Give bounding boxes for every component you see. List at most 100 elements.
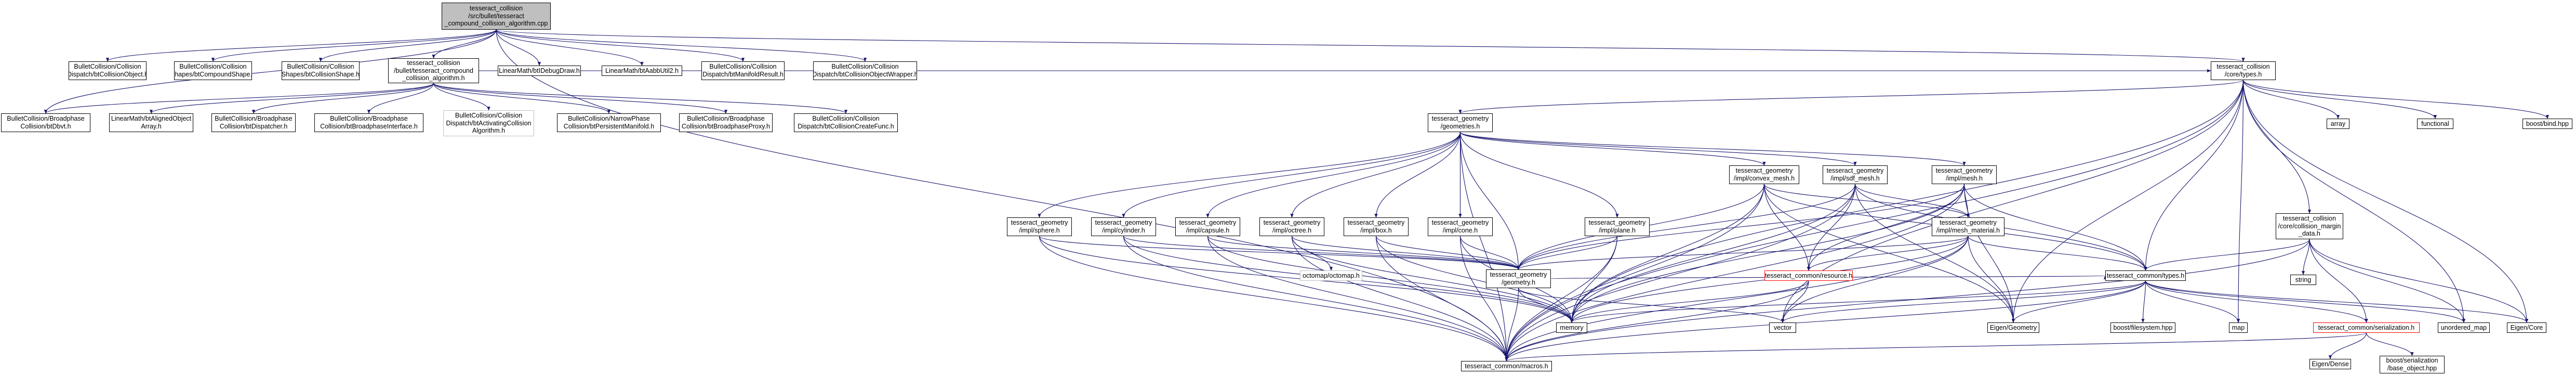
edge-collision-margin-data-to-common-serialization bbox=[2309, 239, 2368, 323]
node-common-macros[interactable]: tesseract_common/macros.h bbox=[1461, 361, 1552, 371]
edge-geometry-convex-mesh-to-common-macros bbox=[1505, 184, 1765, 361]
edge-geometry-cone-to-geometry-geometry bbox=[1459, 236, 1520, 270]
node-geometry-sdf-mesh[interactable]: tesseract_geometry /impl/sdf_mesh.h bbox=[1823, 165, 1888, 184]
edge-geometry-box-to-common-macros bbox=[1375, 236, 1508, 361]
edge-root-source-file-to-bt-aabb-util bbox=[496, 29, 644, 66]
edge-geometry-cylinder-to-common-macros bbox=[1123, 236, 1508, 361]
node-root-source-file[interactable]: tesseract_collision /src/bullet/tesserac… bbox=[442, 3, 551, 30]
edge-geometry-mesh-material-to-common-resource bbox=[1807, 236, 1969, 271]
node-bt-collision-shape[interactable]: BulletCollision/Collision Shapes/btColli… bbox=[282, 61, 360, 80]
node-bt-persistent-manifold[interactable]: BulletCollision/NarrowPhase Collision/bt… bbox=[557, 113, 661, 132]
edge-collision-margin-data-to-eigen-core bbox=[2309, 239, 2529, 323]
edge-collision-core-types-to-eigen-geometry bbox=[2011, 80, 2244, 323]
node-eigen-core[interactable]: Eigen/Core bbox=[2507, 322, 2546, 333]
node-boost-bind[interactable]: boost/bind.hpp bbox=[2522, 119, 2572, 129]
node-std-memory[interactable]: memory bbox=[1556, 322, 1587, 333]
node-octomap[interactable]: octomap/octomap.h bbox=[1300, 270, 1362, 281]
node-geometry-capsule[interactable]: tesseract_geometry /impl/capsule.h bbox=[1175, 217, 1240, 236]
node-bt-aabb-util[interactable]: LinearMath/btAabbUtil2.h bbox=[602, 66, 682, 76]
node-geometry-geometries[interactable]: tesseract_geometry /geometries.h bbox=[1428, 113, 1493, 132]
edge-common-types-to-std-memory bbox=[1570, 280, 2146, 323]
edge-geometry-plane-to-geometry-geometry bbox=[1517, 236, 1618, 270]
node-geometry-geometry[interactable]: tesseract_geometry /geometry.h bbox=[1486, 269, 1551, 288]
edge-root-source-file-to-bt-manifold-result bbox=[496, 29, 745, 62]
node-bt-activating-collision-algorithm[interactable]: BulletCollision/Collision Dispatch/btAct… bbox=[443, 110, 534, 136]
node-std-functional[interactable]: functional bbox=[2417, 119, 2453, 129]
node-compound-algorithm-header[interactable]: tesseract_collision /bullet/tesseract_co… bbox=[388, 58, 479, 83]
edge-geometry-geometries-to-geometry-sdf-mesh bbox=[1459, 132, 1857, 166]
node-bt-idebug-draw[interactable]: LinearMath/btIDebugDraw.h bbox=[498, 66, 581, 76]
edge-geometry-sdf-mesh-to-common-resource bbox=[1807, 184, 1856, 271]
edge-geometry-convex-mesh-to-std-memory bbox=[1570, 184, 1765, 323]
edge-collision-core-types-to-std-unordered-map bbox=[2242, 80, 2466, 323]
edge-geometry-geometries-to-common-macros bbox=[1459, 132, 1508, 361]
edge-geometry-mesh-material-to-eigen-geometry bbox=[1968, 236, 2015, 323]
node-bt-dbvt[interactable]: BulletCollision/Broadphase Collision/btD… bbox=[1, 113, 90, 132]
node-geometry-octree[interactable]: tesseract_geometry /impl/octree.h bbox=[1259, 217, 1324, 236]
edge-compound-algorithm-header-to-bt-activating-collision-algorithm bbox=[433, 83, 490, 111]
node-collision-margin-data[interactable]: tesseract_collision /core/collision_marg… bbox=[2276, 213, 2343, 239]
edge-compound-algorithm-header-to-bt-aligned-object-array bbox=[150, 83, 434, 114]
edge-geometry-geometry-to-std-memory bbox=[1518, 288, 1574, 323]
node-bt-broadphase-interface[interactable]: BulletCollision/Broadphase Collision/btB… bbox=[314, 113, 423, 132]
edge-common-serialization-to-common-macros bbox=[1505, 332, 2367, 361]
node-boost-filesystem[interactable]: boost/filesystem.hpp bbox=[2110, 322, 2175, 333]
node-geometry-cylinder[interactable]: tesseract_geometry /impl/cylinder.h bbox=[1091, 217, 1156, 236]
edge-common-types-to-boost-filesystem bbox=[2141, 280, 2146, 323]
edge-collision-core-types-to-geometry-geometries bbox=[1458, 80, 2244, 114]
edge-root-source-file-to-bt-object-wrapper bbox=[496, 29, 867, 62]
node-geometry-cone[interactable]: tesseract_geometry /impl/cone.h bbox=[1428, 217, 1493, 236]
node-bt-collision-object[interactable]: BulletCollision/Collision Dispatch/btCol… bbox=[69, 61, 147, 80]
edge-common-types-to-eigen-core bbox=[2145, 280, 2528, 323]
edge-geometry-geometry-to-std-vector bbox=[1518, 288, 1784, 323]
node-eigen-dense[interactable]: Eigen/Dense bbox=[2309, 359, 2351, 369]
edge-root-source-file-to-common-macros bbox=[496, 29, 1508, 361]
node-bt-object-wrapper[interactable]: BulletCollision/Collision Dispatch/btCol… bbox=[813, 61, 917, 80]
edge-geometry-mesh-to-common-types bbox=[1963, 184, 2147, 271]
node-bt-aligned-object-array[interactable]: LinearMath/btAlignedObject Array.h bbox=[109, 113, 193, 132]
node-boost-serialization-base-object[interactable]: boost/serialization /base_object.hpp bbox=[2380, 356, 2445, 373]
node-bt-broadphase-proxy[interactable]: BulletCollision/Broadphase Collision/btB… bbox=[679, 113, 773, 132]
node-common-serialization[interactable]: tesseract_common/serialization.h bbox=[2313, 322, 2420, 333]
edge-geometry-mesh-material-to-std-vector bbox=[1781, 236, 1969, 323]
edge-compound-algorithm-header-to-bt-dispatcher bbox=[252, 83, 434, 114]
edge-collision-core-types-to-eigen-core bbox=[2242, 80, 2529, 323]
edge-geometry-mesh-material-to-common-types bbox=[1968, 236, 2147, 271]
edge-geometry-sphere-to-geometry-geometry bbox=[1039, 236, 1520, 270]
node-std-array[interactable]: array bbox=[2327, 119, 2349, 129]
edge-common-resource-to-std-vector bbox=[1781, 280, 1809, 323]
node-geometry-mesh[interactable]: tesseract_geometry /impl/mesh.h bbox=[1932, 165, 1997, 184]
node-geometry-box[interactable]: tesseract_geometry /impl/box.h bbox=[1344, 217, 1409, 236]
edge-collision-core-types-to-common-macros bbox=[1505, 80, 2244, 361]
edge-collision-core-types-to-common-types bbox=[2144, 80, 2244, 271]
node-geometry-sphere[interactable]: tesseract_geometry /impl/sphere.h bbox=[1007, 217, 1072, 236]
node-bt-compound-shape[interactable]: BulletCollision/Collision Shapes/btCompo… bbox=[174, 61, 252, 80]
node-bt-collision-create-func[interactable]: BulletCollision/Collision Dispatch/btCol… bbox=[794, 113, 898, 132]
node-eigen-geometry[interactable]: Eigen/Geometry bbox=[1987, 322, 2039, 333]
edge-geometry-geometries-to-geometry-box bbox=[1374, 132, 1461, 218]
edge-geometry-plane-to-common-macros bbox=[1505, 236, 1618, 361]
edge-geometry-geometries-to-geometry-mesh bbox=[1459, 132, 1966, 166]
node-common-types[interactable]: tesseract_common/types.h bbox=[2105, 270, 2186, 281]
edge-common-resource-to-common-macros bbox=[1505, 280, 1809, 361]
edge-geometry-octree-to-geometry-geometry bbox=[1291, 236, 1520, 270]
node-bt-dispatcher[interactable]: BulletCollision/Broadphase Collision/btD… bbox=[211, 113, 296, 132]
node-std-vector[interactable]: vector bbox=[1769, 322, 1796, 333]
node-std-unordered-map[interactable]: unordered_map bbox=[2438, 322, 2490, 333]
node-geometry-mesh-material[interactable]: tesseract_geometry /impl/mesh_material.h bbox=[1932, 217, 2004, 236]
edge-geometry-geometries-to-geometry-sphere bbox=[1038, 132, 1461, 218]
node-collision-core-types[interactable]: tesseract_collision /core/types.h bbox=[2211, 61, 2276, 80]
edge-geometry-geometry-to-common-macros bbox=[1505, 288, 1519, 361]
edge-geometry-mesh-to-geometry-geometry bbox=[1517, 184, 1965, 270]
edge-geometry-box-to-geometry-geometry bbox=[1375, 236, 1520, 270]
node-common-resource[interactable]: tesseract_common/resource.h bbox=[1764, 270, 1853, 281]
node-std-map[interactable]: map bbox=[2229, 322, 2248, 333]
edge-geometry-mesh-material-to-geometry-geometry bbox=[1517, 236, 1969, 270]
node-geometry-convex-mesh[interactable]: tesseract_geometry /impl/convex_mesh.h bbox=[1729, 165, 1799, 184]
edge-geometry-sdf-mesh-to-geometry-geometry bbox=[1517, 184, 1856, 270]
node-bt-manifold-result[interactable]: BulletCollision/Collision Dispatch/btMan… bbox=[701, 61, 785, 80]
node-geometry-plane[interactable]: tesseract_geometry /impl/plane.h bbox=[1585, 217, 1650, 236]
edge-geometry-sdf-mesh-to-std-memory bbox=[1570, 184, 1856, 323]
node-std-string[interactable]: string bbox=[2290, 275, 2316, 285]
edge-root-source-file-to-collision-core-types bbox=[496, 29, 2245, 62]
